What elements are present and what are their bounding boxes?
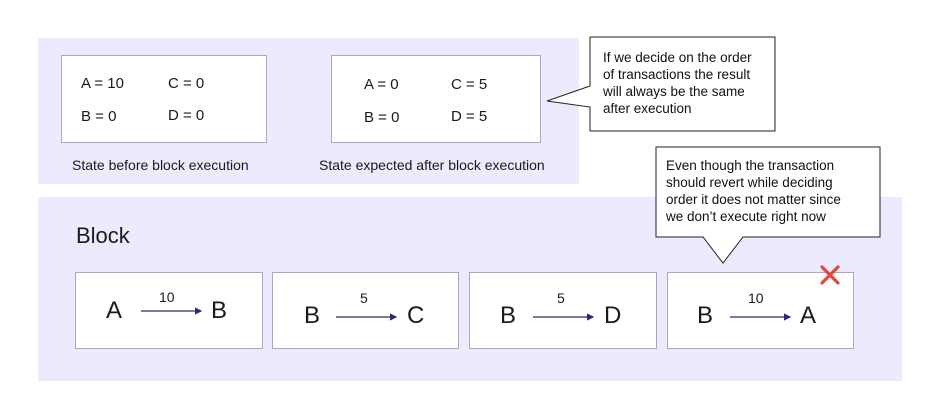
state-before-caption: State before block execution — [72, 157, 249, 173]
transaction-amount: 10 — [159, 289, 175, 305]
callout-block-line: we don’t execute right now — [666, 209, 826, 224]
transaction-to: B — [211, 297, 228, 324]
block-title: Block — [76, 223, 130, 248]
state-after-b: B = 0 — [364, 109, 400, 126]
transaction-to: D — [604, 302, 622, 329]
transaction-amount: 10 — [748, 290, 764, 306]
state-before-d: D = 0 — [168, 107, 205, 124]
callout-top-bubble — [546, 36, 776, 132]
state-after-box: A = 0 C = 5 B = 0 D = 5 — [331, 55, 541, 143]
state-after-caption: State expected after block execution — [319, 157, 545, 173]
callout-top-line: If we decide on the order — [603, 50, 752, 65]
transaction-from: B — [697, 302, 714, 329]
transaction-amount: 5 — [360, 290, 368, 306]
transaction-to: A — [800, 302, 817, 329]
transaction-from: B — [500, 302, 517, 329]
state-after-c: C = 5 — [451, 76, 488, 93]
transaction-box: B 10 A — [667, 272, 854, 349]
state-before-b: B = 0 — [81, 108, 117, 125]
transaction-amount: 5 — [557, 290, 565, 306]
callout-top-line: of transactions the result — [603, 67, 751, 82]
callout-block-bubble — [655, 146, 881, 264]
callout-block-line: should revert while deciding — [666, 175, 833, 190]
callout-block-line: Even though the transaction — [666, 158, 835, 173]
revert-x-icon — [820, 265, 840, 285]
transaction-box: B 5 D — [469, 272, 657, 349]
callout-top-line: after execution — [603, 101, 692, 116]
state-before-box: A = 10 C = 0 B = 0 D = 0 — [61, 55, 267, 143]
transaction-box: B 5 C — [272, 272, 459, 349]
callout-block-line: order it does not matter since — [666, 192, 841, 207]
transaction-from: B — [304, 302, 321, 329]
callout-top-line: will always be the same — [603, 84, 745, 99]
transaction-to: C — [407, 302, 425, 329]
state-before-a: A = 10 — [81, 75, 124, 92]
state-after-d: D = 5 — [451, 108, 488, 125]
transaction-box: A 10 B — [75, 272, 263, 349]
transaction-from: A — [106, 297, 123, 324]
state-after-a: A = 0 — [364, 76, 399, 93]
state-before-c: C = 0 — [168, 75, 205, 92]
